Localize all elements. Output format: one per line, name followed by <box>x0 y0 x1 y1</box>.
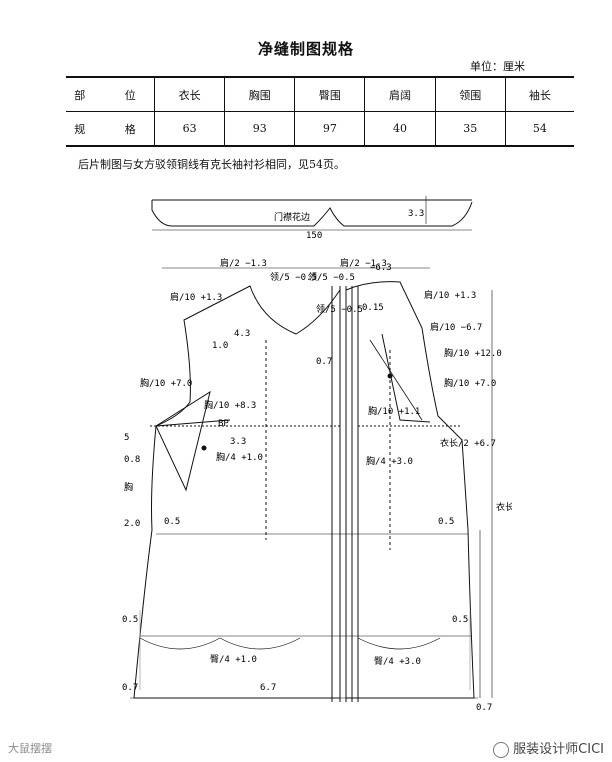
right-dart <box>381 333 431 423</box>
unit-label: 单位：厘米 <box>470 60 525 73</box>
right-front-panel <box>345 281 475 699</box>
wechat-icon <box>493 741 510 758</box>
pattern-diagram: 门襟花边 3.3 150 肩/2 −1.3 肩/2 −1.3 领/5 −0.5 … <box>122 196 512 713</box>
hip-curve-right <box>357 637 441 650</box>
bp-label: BP <box>218 419 229 429</box>
bust-quarter-right-label: 胸/4 +3.0 <box>366 455 413 467</box>
drop-right-label: 肩/10 +1.3 <box>424 289 476 301</box>
table-cell: 40 <box>364 111 436 146</box>
hem-67-label: 6.7 <box>260 683 276 693</box>
d43-label: 4.3 <box>234 329 250 339</box>
bust-quarter-left-label: 胸/4 +1.0 <box>216 451 263 463</box>
armhole-right2-label: 胸/10 +7.0 <box>444 377 496 389</box>
watermark-left: 大鼠摆摆 <box>8 742 52 755</box>
left-front-panel <box>133 285 341 699</box>
hip-right-label: 臀/4 +3.0 <box>374 656 421 667</box>
neck-left-label: 领/5 −0.5 <box>270 271 317 283</box>
d10-label: 1.0 <box>212 341 228 351</box>
table-cell: 63 <box>153 111 225 146</box>
bust-dart-label: 胸/10 +8.3 <box>204 399 256 411</box>
d05a-label: 0.5 <box>164 517 180 527</box>
d05b-label: 0.5 <box>438 517 454 527</box>
bp-point-left <box>201 445 207 451</box>
table-cell: 97 <box>294 111 365 146</box>
spec-table: 部 位 衣长 胸围 臀围 肩阔 领围 袖长 规 格 63 93 97 40 35… <box>66 76 574 147</box>
placket-strip-outline <box>151 200 473 227</box>
shoulder-right-label: 肩/2 −1.3 <box>340 257 387 269</box>
d5-label: 5 <box>124 433 129 443</box>
watermark-right-text: 服装设计师CICI <box>513 742 604 757</box>
table-header-cell: 臀围 <box>294 77 365 112</box>
right-dart-guide <box>369 339 423 421</box>
table-cell: 35 <box>434 111 506 146</box>
table-header-cell: 袖长 <box>504 77 574 112</box>
table-header-cell: 肩阔 <box>364 77 436 112</box>
placket-length-label: 150 <box>306 231 322 241</box>
shoulder-left-label: 肩/2 −1.3 <box>220 257 267 269</box>
table-header-row: 部 位 衣长 胸围 臀围 肩阔 领围 袖长 <box>66 77 574 112</box>
d33-label: 3.3 <box>230 437 246 447</box>
d20-label: 2.0 <box>124 519 140 529</box>
table-header-cell: 衣长 <box>153 77 225 112</box>
armhole-right1-label: 胸/10 +12.0 <box>444 347 502 359</box>
d67-top-label: 肩/10 −6.7 <box>430 321 482 333</box>
page-title: 净缝制图规格 <box>257 40 354 58</box>
placket-label: 门襟花边 <box>274 211 310 223</box>
waist-right-label: 衣长/2 +6.7 <box>440 437 496 449</box>
drop-left-label: 肩/10 +1.3 <box>170 291 222 303</box>
d07-label: 0.7 <box>316 357 332 367</box>
d08-label: 0.8 <box>124 455 140 465</box>
note-text: 后片制图与女方驳领铜线有克长袖衬衫相同，见54页。 <box>78 158 345 171</box>
d05c-label: 0.5 <box>122 615 138 625</box>
table-cell: 93 <box>224 111 295 146</box>
bust-right-label: 胸/10 +1.1 <box>368 405 420 417</box>
hip-curve-left <box>139 637 301 650</box>
table-header-cell: 领围 <box>434 77 506 112</box>
table-cell: 54 <box>504 111 574 146</box>
neck-right-label: 领/5 −0.5 <box>308 271 355 283</box>
bp-point-right <box>387 373 393 379</box>
length-label: 衣长 <box>496 501 512 513</box>
armhole-left-label: 胸/10 +7.0 <box>140 377 192 389</box>
d07-br-label: 0.7 <box>476 703 492 713</box>
d015-label: 0.15 <box>362 303 384 313</box>
bust-dart-leg <box>155 419 231 427</box>
watermark-right: 服装设计师CICI <box>493 738 604 758</box>
neck-drop-label: 领/5 −0.5 <box>316 303 363 315</box>
d05d-label: 0.5 <box>452 615 468 625</box>
front-ext-label: −6.3 <box>370 263 392 273</box>
table-header-cell: 胸围 <box>224 77 295 112</box>
d07-bl-label: 0.7 <box>122 683 138 693</box>
table-header-cell: 部 位 <box>66 77 155 112</box>
table-row-label: 规 格 <box>74 122 154 136</box>
bust-side-label: 胸 <box>124 481 133 493</box>
placket-width-label: 3.3 <box>408 209 424 219</box>
bust-dart-left <box>155 390 211 492</box>
hip-left-label: 臀/4 +1.0 <box>210 654 257 665</box>
table-row: 规 格 63 93 97 40 35 54 <box>66 111 574 146</box>
